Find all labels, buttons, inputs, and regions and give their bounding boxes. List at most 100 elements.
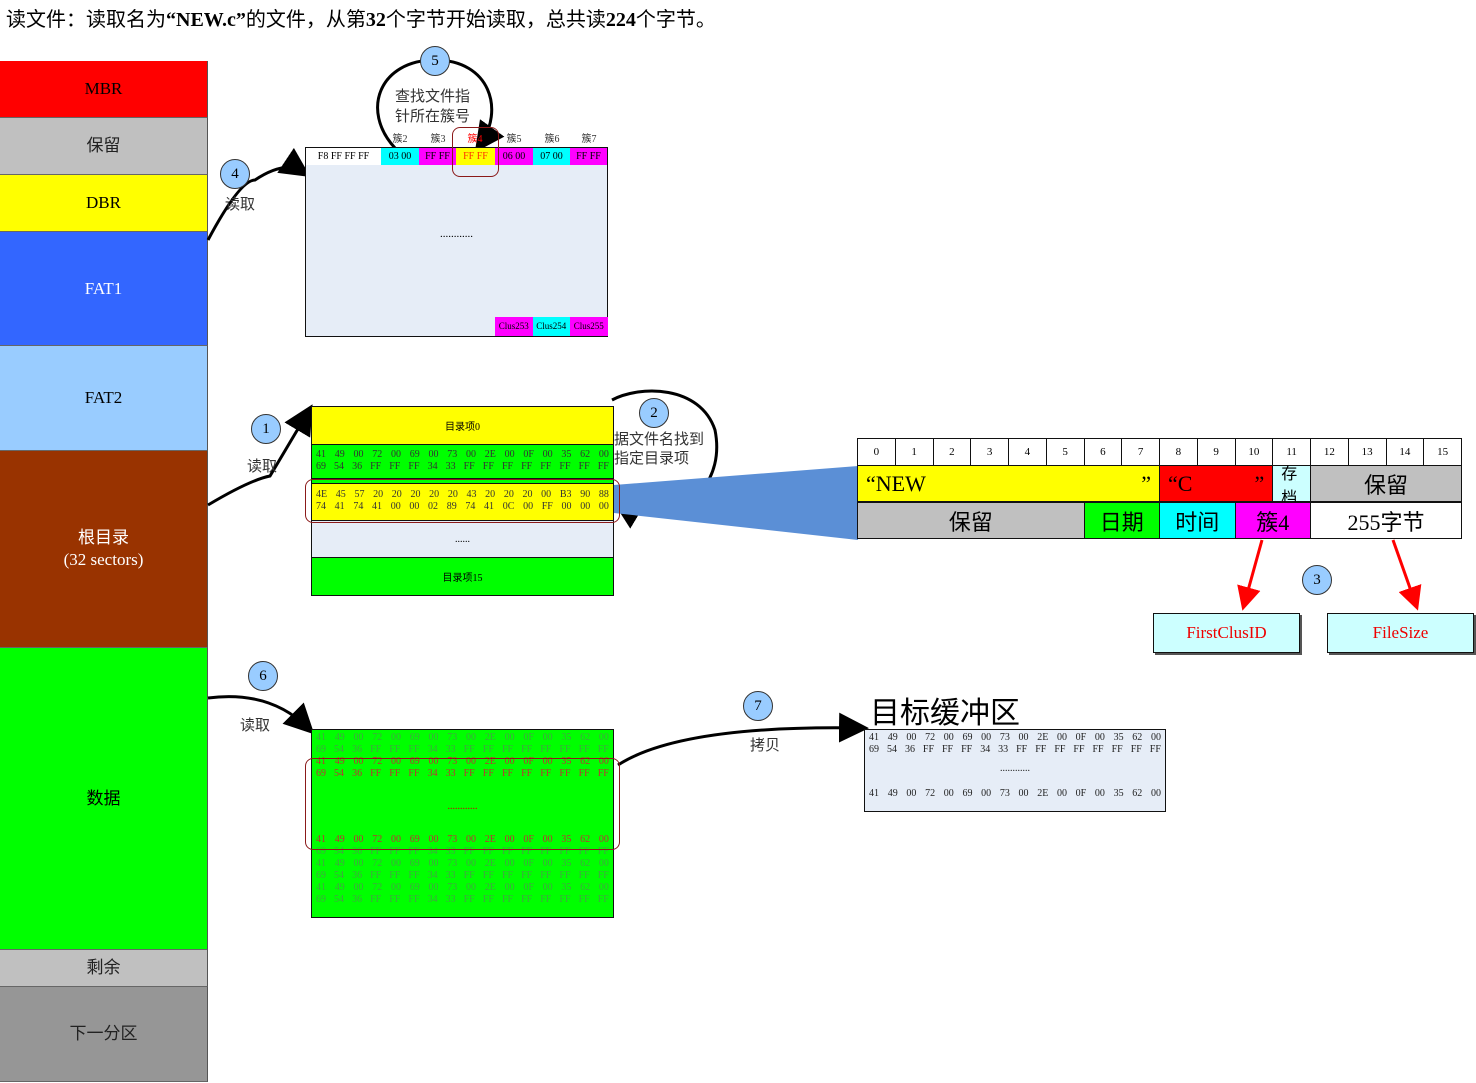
hex-byte: 36 [904, 744, 915, 755]
first-clus-id-box: FirstClusID [1153, 613, 1300, 653]
hex-byte: 69 [409, 732, 420, 743]
hex-byte: FF [1054, 744, 1066, 755]
hex-byte: FF [521, 461, 533, 472]
arrow-firstclus [1237, 539, 1264, 611]
hex-byte: 62 [1132, 788, 1143, 799]
hex-byte: 36 [352, 846, 363, 857]
hex-byte: 34 [427, 744, 438, 755]
hex-byte: 00 [541, 489, 552, 500]
byte-index: 2 [932, 438, 972, 466]
hex-byte: 41 [316, 834, 326, 845]
hex-byte: 69 [409, 858, 420, 869]
hex-byte: FF [1073, 744, 1085, 755]
hex-byte: 00 [409, 501, 420, 512]
hex-byte: 35 [561, 858, 572, 869]
hex-byte: 73 [447, 834, 458, 845]
sfn-entry-highlight [305, 479, 620, 523]
field-reserved: 保留 [1310, 465, 1462, 502]
hex-byte: 00 [598, 449, 609, 460]
step-6-label: 读取 [240, 718, 271, 734]
hex-byte: FF [482, 768, 494, 779]
hex-byte: 00 [906, 732, 917, 743]
hex-byte: FF [463, 870, 475, 881]
field-text: 保留 [948, 509, 993, 535]
partition-7: 剩余 [0, 950, 208, 987]
hex-byte: FF [521, 870, 533, 881]
title-suffix: 个字节。 [635, 9, 716, 31]
hex-byte: 0F [523, 756, 534, 767]
title-filename: “NEW.c” [166, 9, 246, 31]
hex-byte: FF [559, 744, 571, 755]
hex-byte: FF [578, 894, 590, 905]
hex-byte: FF [597, 768, 609, 779]
step-6-badge: 6 [248, 661, 278, 691]
byte-index: 12 [1310, 438, 1349, 466]
hex-byte: 54 [334, 461, 345, 472]
partition-6: 数据 [0, 648, 208, 950]
byte-index: 10 [1234, 438, 1274, 466]
hex-byte: FF [559, 768, 571, 779]
entry-zoom-projection [614, 466, 858, 540]
hex-byte: FF [1111, 744, 1123, 755]
partition-1: 保留 [0, 118, 208, 175]
hex-byte: 00 [981, 788, 992, 799]
hex-byte: FF [370, 768, 382, 779]
hex-byte: FF [408, 768, 420, 779]
partition-0: MBR [0, 61, 208, 118]
hex-byte: FF [463, 744, 475, 755]
hex-byte: FF [463, 461, 475, 472]
hex-byte: 0F [523, 882, 534, 893]
hex-byte: 20 [429, 489, 440, 500]
hex-byte: 73 [447, 882, 458, 893]
hex-byte: 00 [1056, 788, 1067, 799]
hex-byte: 49 [887, 732, 898, 743]
title-prefix: 读文件：读取名为 [6, 9, 166, 31]
step-2-label-line1: 据文件名找到 [614, 432, 705, 448]
step-5-label: 查找文件指 针所在簇号 [395, 87, 470, 127]
hex-byte: FF [501, 846, 514, 857]
hex-byte: 2E [484, 882, 496, 893]
hex-byte: 00 [561, 501, 572, 512]
dir-entry-0: 目录项0 [312, 407, 613, 445]
hex-byte: FF [540, 461, 552, 472]
hex-byte: 69 [316, 846, 326, 857]
hex-byte: 62 [580, 756, 591, 767]
hex-byte: FF [482, 461, 494, 472]
hex-byte: 00 [542, 732, 553, 743]
page-title: 读文件：读取名为“NEW.c”的文件，从第32个字节开始读取，总共读224个字节… [6, 3, 716, 32]
hex-byte: 35 [1113, 788, 1124, 799]
hex-byte: 34 [427, 461, 438, 472]
hex-byte: 54 [334, 894, 345, 905]
hex-byte: 2E [1037, 732, 1049, 743]
hex-byte: FF [578, 461, 590, 472]
hex-byte: FF [370, 894, 382, 905]
hex-byte: 00 [504, 449, 515, 460]
hex-byte: 20 [447, 489, 458, 500]
hex-byte: 00 [391, 882, 401, 893]
hex-byte: FF [597, 894, 609, 905]
field-name: “NEW” [857, 465, 1160, 502]
hex-byte: 2E [484, 756, 496, 767]
fat-footer-cell: Clus253 [495, 317, 533, 336]
hex-byte: FF [578, 744, 590, 755]
hex-byte: 35 [561, 882, 572, 893]
field-ext: “C” [1159, 465, 1274, 502]
hex-byte: 00 [353, 449, 364, 460]
hex-byte: 00 [428, 834, 439, 845]
hex-byte: 00 [391, 756, 401, 767]
hex-byte: 73 [999, 788, 1010, 799]
hex-byte: 35 [1113, 732, 1124, 743]
hex-byte: 00 [353, 732, 364, 743]
hex-byte: 00 [428, 756, 439, 767]
hex-byte: FF [578, 870, 590, 881]
hex-byte: FF [540, 744, 552, 755]
field-time: 时间 [1159, 502, 1236, 539]
hex-byte: 73 [447, 449, 458, 460]
title-mid1: 的文件，从第 [245, 9, 366, 31]
byte-index: 9 [1196, 438, 1236, 466]
field-text: 日期 [1099, 509, 1144, 535]
hex-byte: B3 [559, 489, 572, 500]
hex-byte: 00 [542, 756, 553, 767]
